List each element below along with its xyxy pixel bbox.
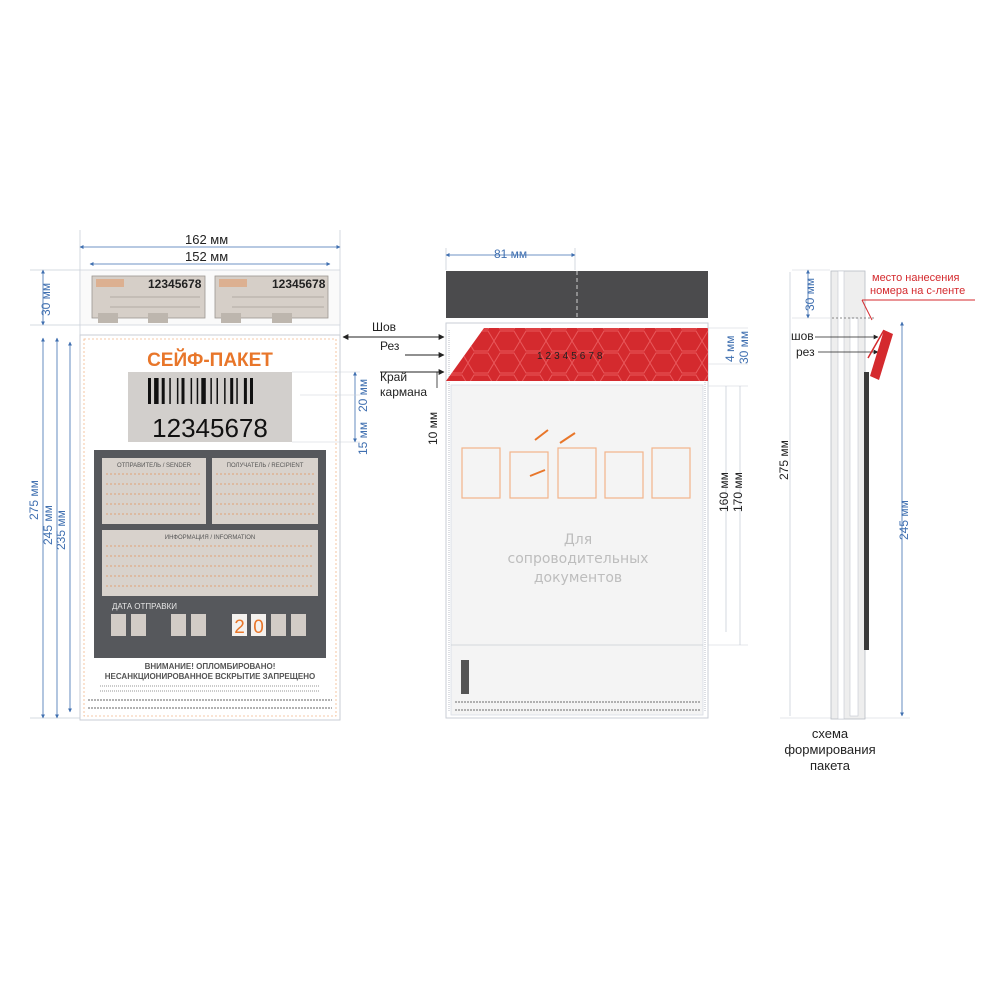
dim-10-label: 10 мм: [426, 412, 440, 445]
height-275-label: 275 мм: [27, 480, 41, 520]
warning-line-1: ВНИМАНИЕ! ОПЛОМБИРОВАНО!: [145, 662, 276, 671]
package-title: СЕЙФ-ПАКЕТ: [147, 349, 273, 371]
seam-label: Шов: [372, 320, 396, 334]
date-year-digit-2: 0: [253, 617, 264, 638]
note-line-2: номера на с-ленте: [870, 285, 965, 297]
right-seam-label: шов: [791, 329, 814, 343]
stub-2-number: 12345678: [272, 277, 326, 291]
caption-line-3: пакета: [810, 758, 851, 773]
height-245-label: 245 мм: [41, 505, 55, 545]
pocket-text-2: сопроводительных: [508, 551, 649, 567]
barcode-20-label: 20 мм: [356, 379, 370, 412]
caption-line-2: формирования: [784, 742, 875, 757]
barcode-bars: [148, 378, 253, 404]
stub-2: 12345678: [214, 275, 329, 323]
warning-line-2: НЕСАНКЦИОНИРОВАННОЕ ВСКРЫТИЕ ЗАПРЕЩЕНО: [105, 672, 316, 681]
pocket-edge-label-1: Край: [380, 370, 407, 384]
barcode-block: 12345678: [128, 372, 292, 443]
pocket-text-1: Для: [564, 532, 592, 548]
date-year-digit-1: 2: [234, 617, 245, 638]
info-label: ИНФОРМАЦИЯ / INFORMATION: [165, 535, 255, 541]
dim-30-label: 30 мм: [737, 331, 751, 364]
middle-view: 81 мм 12345678 Для сопроводительных доку…: [342, 247, 751, 719]
pocket-text-3: документов: [534, 570, 622, 586]
dim-4-label: 4 мм: [723, 335, 737, 362]
dim-170-label: 170 мм: [731, 472, 745, 512]
stub-1: 12345678: [91, 275, 206, 323]
sender-label: ОТПРАВИТЕЛЬ / SENDER: [117, 463, 192, 469]
right-cut-label: рез: [796, 345, 815, 359]
date-label: ДАТА ОТПРАВКИ: [112, 602, 177, 611]
right-dim-275-label: 275 мм: [777, 440, 791, 480]
flap-30-label: 30 мм: [39, 283, 53, 316]
barcode-number: 12345678: [152, 413, 268, 443]
side-profile: [830, 270, 866, 720]
caption-line-1: схема: [812, 726, 849, 741]
left-view: 162 мм 152 мм 12345678 12345678: [27, 230, 370, 721]
recipient-label: ПОЛУЧАТЕЛЬ / RECIPIENT: [227, 463, 304, 469]
address-panel: ОТПРАВИТЕЛЬ / SENDER ПОЛУЧАТЕЛЬ / RECIPI…: [94, 450, 326, 658]
instruction-icons: [461, 429, 691, 499]
form-lines: [106, 473, 314, 587]
width-81-label: 81 мм: [494, 247, 527, 261]
width-152-label: 152 мм: [185, 249, 228, 264]
right-view: 30 мм 275 мм 245 мм шов рез место нанесе…: [777, 269, 975, 773]
number-placement-marker: [870, 330, 893, 380]
cut-label: Рез: [380, 339, 400, 353]
right-dim-245-label: 245 мм: [897, 500, 911, 540]
pocket-edge-label-2: кармана: [380, 385, 427, 399]
dim-160-label: 160 мм: [717, 472, 731, 512]
right-dim-30-label: 30 мм: [803, 278, 817, 311]
tape-number: 12345678: [537, 351, 606, 362]
barcode-15-label: 15 мм: [356, 422, 370, 455]
height-235-label: 235 мм: [54, 510, 68, 550]
width-162-label: 162 мм: [185, 232, 228, 247]
stub-1-number: 12345678: [148, 277, 202, 291]
note-line-1: место нанесения: [872, 272, 959, 284]
